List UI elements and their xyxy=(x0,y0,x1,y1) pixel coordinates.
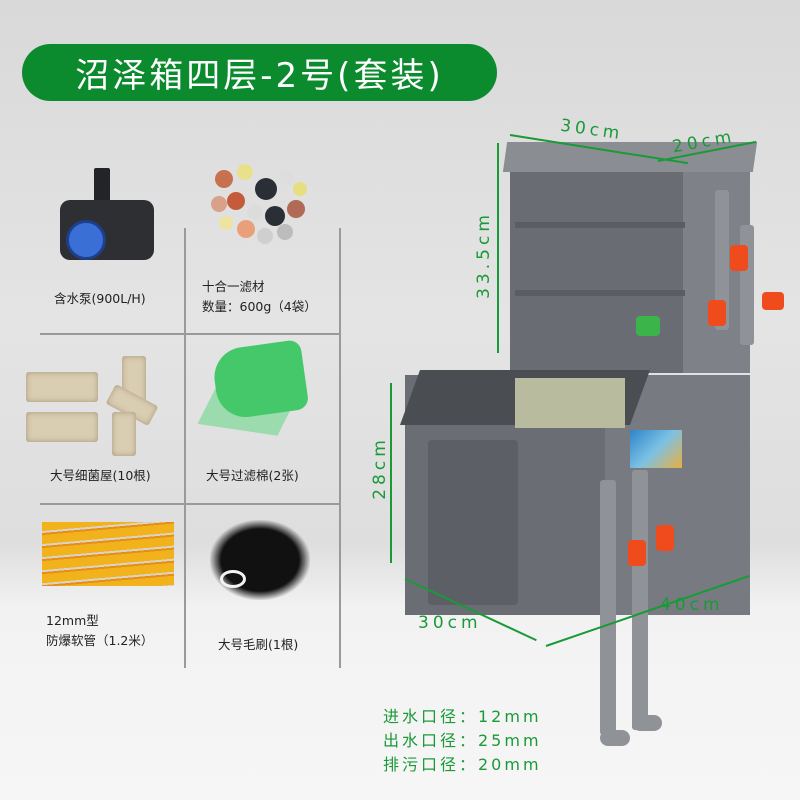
accessory-label: 大号过滤棉(2张) xyxy=(206,468,299,483)
valve-handle-icon xyxy=(708,300,726,326)
water-pump-icon xyxy=(60,168,155,268)
brush-icon xyxy=(210,520,310,600)
grid-divider-h2 xyxy=(40,503,340,505)
accessory-label: 含水泵(900L/H) xyxy=(54,291,146,306)
spec-drain-diameter: 排污口径：20mm xyxy=(383,755,542,774)
product-title: 沼泽箱四层-2号(套装) xyxy=(75,56,444,96)
product-title-banner: 沼泽箱四层-2号(套装) xyxy=(22,44,497,101)
accessory-sublabel: 数量：600g（4袋） xyxy=(202,299,317,314)
product-sticker xyxy=(630,430,682,468)
side-panel xyxy=(428,440,518,605)
brush-hook xyxy=(220,570,246,588)
valve-handle-icon xyxy=(628,540,646,566)
dim-line-bottom-height xyxy=(390,383,392,563)
dim-label-top-width: 30cm xyxy=(558,115,625,145)
baffle-panel xyxy=(515,378,625,428)
spec-inlet-diameter: 进水口径：12mm xyxy=(383,707,542,726)
dim-label-bottom-width: 40cm xyxy=(660,595,724,615)
top-stacked-trays xyxy=(510,148,750,373)
dim-label-bottom-height: 28cm xyxy=(369,436,390,500)
hose-icon xyxy=(42,522,174,586)
dim-line-top-height xyxy=(497,143,499,353)
accessory-label: 大号细菌屋(10根) xyxy=(50,468,151,483)
grid-divider-v1 xyxy=(184,228,186,668)
dim-label-top-height: 33.5cm xyxy=(473,211,494,299)
valve-handle-icon xyxy=(730,245,748,271)
accessory-sublabel: 防爆软管（1.2米） xyxy=(46,633,154,648)
spec-outlet-diameter: 出水口径：25mm xyxy=(383,731,542,750)
grid-divider-v2 xyxy=(339,228,341,668)
valve-handle-icon xyxy=(656,525,674,551)
filter-media-icon xyxy=(205,160,315,255)
valve-handle-icon xyxy=(762,292,784,310)
accessory-label: 十合一滤材 xyxy=(202,279,265,294)
accessory-label: 12mm型 xyxy=(46,613,99,628)
dim-label-bottom-depth: 30cm xyxy=(418,613,482,633)
accessory-label: 大号毛刷(1根) xyxy=(218,637,299,652)
hose-connector xyxy=(636,316,660,336)
grid-divider-h1 xyxy=(40,333,340,335)
